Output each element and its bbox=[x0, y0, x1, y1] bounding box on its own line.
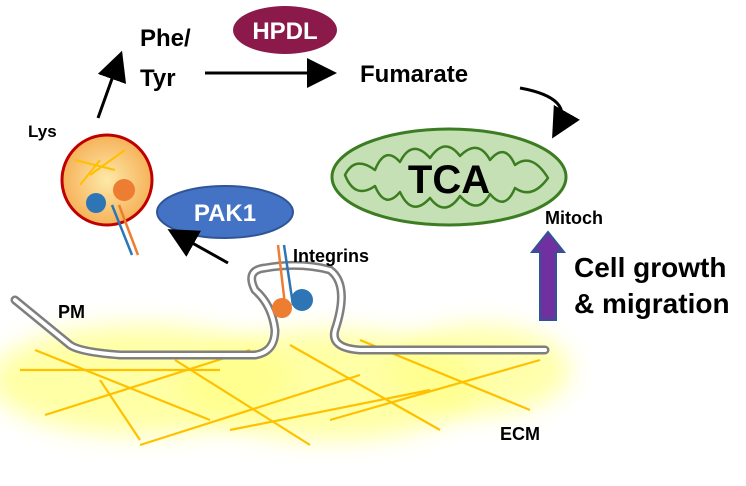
label-hpdl: HPDL bbox=[252, 18, 317, 45]
label-phe: Phe/ bbox=[140, 25, 191, 52]
label-mitoch: Mitoch bbox=[545, 208, 603, 228]
mitochondrion-icon bbox=[330, 127, 568, 227]
label-pak1: PAK1 bbox=[194, 200, 256, 227]
pak1-shape bbox=[156, 185, 294, 239]
label-tyr: Tyr bbox=[140, 65, 176, 92]
arrow-lys-to-phe bbox=[96, 50, 127, 119]
plasma-membrane-icon bbox=[10, 260, 550, 360]
label-fumarate: Fumarate bbox=[360, 61, 468, 88]
arrow-integrins-to-pak1 bbox=[167, 229, 229, 265]
label-migration: & migration bbox=[574, 288, 730, 319]
label-tca: TCA bbox=[408, 158, 490, 202]
arrow-fumarate-to-tca bbox=[519, 86, 580, 139]
ecm-glow bbox=[0, 325, 570, 440]
label-cell-growth: Cell growth bbox=[574, 252, 726, 283]
hpdl-shape bbox=[233, 6, 337, 54]
label-ecm: ECM bbox=[500, 424, 540, 444]
integrin-icon bbox=[272, 244, 313, 318]
label-pm: PM bbox=[58, 302, 85, 322]
label-lys: Lys bbox=[28, 122, 57, 141]
up-arrow-icon bbox=[529, 230, 567, 321]
label-integrins: Integrins bbox=[293, 246, 369, 266]
lysosome-icon bbox=[60, 133, 154, 256]
